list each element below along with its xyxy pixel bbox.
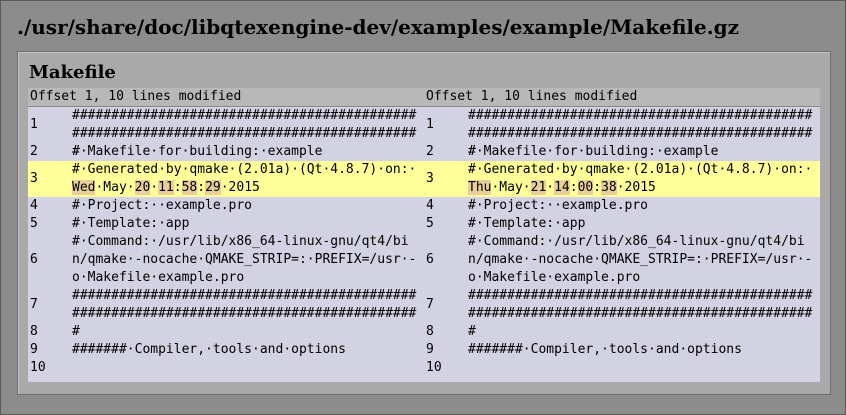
right-line-number: 7 bbox=[426, 297, 434, 312]
diff-row: 8 8 bbox=[28, 323, 820, 341]
right-line-text: ########################################… bbox=[468, 108, 813, 159]
left-line-number: 5 bbox=[30, 216, 38, 231]
changed-token: 38 bbox=[601, 180, 617, 195]
right-line-text: ########################################… bbox=[468, 288, 813, 339]
right-line-number: 4 bbox=[426, 198, 434, 213]
right-line-number: 2 bbox=[426, 144, 434, 159]
diff-row: 7 ######################################… bbox=[28, 287, 820, 339]
changed-token: 21 bbox=[530, 180, 547, 195]
left-line-number: 6 bbox=[30, 252, 38, 267]
right-line-number: 9 bbox=[426, 342, 434, 357]
diff-row: 10 10 bbox=[28, 359, 820, 377]
left-line-number: 8 bbox=[30, 324, 38, 339]
left-line-number: 7 bbox=[30, 297, 38, 312]
left-line-text: #·Project:··example.pro bbox=[72, 198, 253, 213]
right-line-number: 3 bbox=[426, 171, 434, 186]
left-line-number: 10 bbox=[30, 360, 46, 375]
diff-row: 5 #·Template:·app 5 #·Template:·app bbox=[28, 215, 820, 233]
diff-row: 9 #######·Compiler,·tools·and·options 9 … bbox=[28, 341, 820, 359]
left-line-text: #######·Compiler,·tools·and·options bbox=[72, 342, 346, 357]
right-line-text: #·Template:·app bbox=[468, 216, 586, 231]
left-line-text: ########################################… bbox=[72, 288, 417, 339]
diff-row: 1 ######################################… bbox=[28, 107, 820, 159]
left-line-number: 9 bbox=[30, 342, 38, 357]
right-line-text: #·Command:·/usr/lib/x86_64-linux-gnu/qt4… bbox=[468, 234, 813, 285]
changed-token: Thu bbox=[468, 180, 492, 195]
left-line-text: ########################################… bbox=[72, 108, 417, 159]
changed-token: 14 bbox=[554, 180, 570, 195]
diff-panel: Makefile Offset 1, 10 lines modified Off… bbox=[17, 51, 831, 395]
right-line-text: #·Generated·by·qmake·(2.01a)·(Qt·4.8.7)·… bbox=[468, 162, 813, 195]
left-offset-header: Offset 1, 10 lines modified bbox=[30, 89, 242, 104]
changed-token: 00 bbox=[577, 180, 594, 195]
diff-header-row: Offset 1, 10 lines modified Offset 1, 10… bbox=[28, 88, 820, 107]
right-line-number: 5 bbox=[426, 216, 434, 231]
diff-row: 6 #·Command:·/usr/lib/x86_64-linux-gnu/q… bbox=[28, 233, 820, 287]
diff-row-changed: 3 #·Generated·by·qmake·(2.01a)·(Qt·4.8.7… bbox=[28, 161, 820, 197]
left-line-text: #·Command:·/usr/lib/x86_64-linux-gnu/qt4… bbox=[72, 234, 417, 285]
changed-token: 29 bbox=[205, 180, 221, 195]
left-line-number: 1 bbox=[30, 117, 38, 132]
panel-title: Makefile bbox=[29, 62, 116, 83]
changed-token: 20 bbox=[134, 180, 151, 195]
right-line-text: #·Makefile·for·building:·example bbox=[468, 144, 719, 159]
right-line-text: #######·Compiler,·tools·and·options bbox=[468, 342, 742, 357]
left-line-number: 2 bbox=[30, 144, 38, 159]
left-line-text: #·Template:·app bbox=[72, 216, 190, 231]
left-line-number: 4 bbox=[30, 198, 38, 213]
right-line-number: 8 bbox=[426, 324, 434, 339]
file-path-title: ./usr/share/doc/libqtexengine-dev/exampl… bbox=[17, 15, 740, 39]
right-line-text: #·Project:··example.pro bbox=[468, 198, 649, 213]
left-line-number: 3 bbox=[30, 171, 38, 186]
changed-token: 11 bbox=[158, 180, 174, 195]
diff-row: 2 #·Makefile·for·building:·example 2 #·M… bbox=[28, 143, 820, 161]
diff-table: Offset 1, 10 lines modified Offset 1, 10… bbox=[28, 88, 820, 382]
left-line-text: #·Makefile·for·building:·example bbox=[72, 144, 323, 159]
changed-token: Wed bbox=[72, 180, 96, 195]
right-offset-header: Offset 1, 10 lines modified bbox=[426, 89, 638, 104]
diff-row: 4 #·Project:··example.pro 4 #·Project:··… bbox=[28, 197, 820, 215]
right-line-number: 1 bbox=[426, 117, 434, 132]
right-line-number: 6 bbox=[426, 252, 434, 267]
changed-token: 58 bbox=[181, 180, 198, 195]
right-line-number: 10 bbox=[426, 360, 442, 375]
left-line-text: #·Generated·by·qmake·(2.01a)·(Qt·4.8.7)·… bbox=[72, 162, 417, 195]
